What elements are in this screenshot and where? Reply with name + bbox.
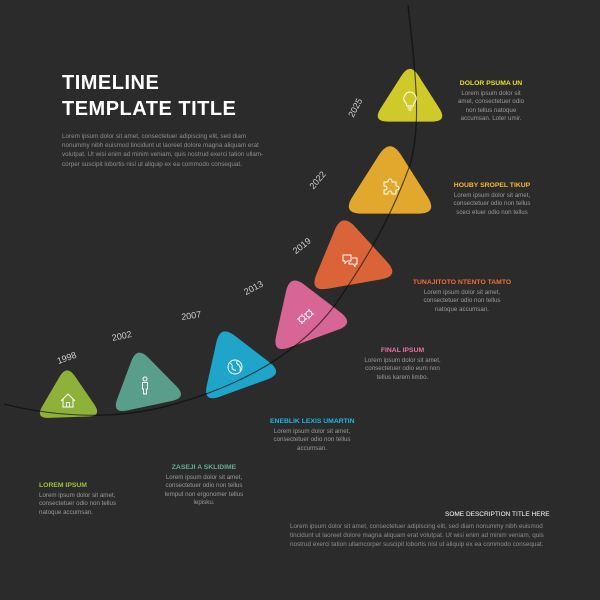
title-line-1: TIMELINE	[62, 72, 160, 94]
description-text: Lorem ipsum dolor sit amet, consectetuer…	[290, 523, 544, 549]
milestone-label: TUNAJITOTO NTENTO TAMTO Lorem ipsum dolor…	[412, 279, 512, 314]
gears-icon	[297, 309, 314, 324]
milestone-title: LOREM IPSUM	[39, 482, 87, 489]
lightbulb-icon	[403, 91, 417, 111]
milestone-title: FINAL IPSUM	[380, 347, 425, 354]
milestone-text: Lorem ipsum dolor sit amet, consectetuer…	[423, 289, 501, 313]
chat-icon	[342, 254, 358, 267]
milestone-label: LOREM IPSUM Lorem ipsum dolor sit amet, c…	[39, 482, 119, 517]
milestone-label: ENEBLIK LEXIS UMARTIN Lorem ipsum dolor s…	[270, 418, 355, 453]
milestone-title: TUNAJITOTO NTENTO TAMTO	[412, 279, 512, 286]
milestone-text: Lorem ipsum dolor sit amet, consectetuer…	[457, 90, 525, 122]
milestone-triangle-2022	[348, 146, 432, 214]
milestone-title: HOUBY SROPEL TIKUP	[453, 182, 531, 189]
milestone-title: ZASEJI A SKLIDIME	[171, 464, 237, 471]
title-line-2: TEMPLATE TITLE	[62, 98, 237, 120]
person-icon	[142, 376, 148, 395]
milestone-text: Lorem ipsum dolor sit amet, consectetuer…	[39, 492, 117, 516]
page-title: TIMELINE TEMPLATE TITLE	[62, 70, 236, 122]
milestone-text: Lorem ipsum dolor sit amet, consectetuer…	[453, 192, 531, 216]
milestone-triangle-2013	[275, 280, 348, 350]
milestone-label: HOUBY SROPEL TIKUP Lorem ipsum dolor sit …	[453, 182, 531, 217]
milestone-text: Lorem ipsum dolor sit amet, consectetuer…	[364, 357, 441, 381]
timeline-curve-overlay	[3, 4, 418, 416]
milestone-label: FINAL IPSUM Lorem ipsum dolor sit amet, c…	[360, 347, 445, 382]
milestone-triangle-2002	[115, 352, 181, 411]
milestone-label: DOLOR PSUMA UN Lorem ipsum dolor sit amet…	[457, 80, 525, 123]
intro-text: Lorem ipsum dolor sit amet, consectetuer…	[62, 133, 264, 168]
milestone-triangle-2007	[206, 331, 277, 399]
description-title: SOME DESCRIPTION TITLE HERE	[445, 511, 550, 518]
milestone-label: ZASEJI A SKLIDIME Lorem ipsum dolor sit a…	[158, 464, 250, 507]
milestone-triangle-2025	[377, 68, 443, 122]
milestone-title: ENEBLIK LEXIS UMARTIN	[270, 418, 355, 425]
puzzle-icon	[383, 178, 400, 195]
home-icon	[60, 393, 76, 408]
milestone-text: Lorem ipsum dolor sit amet, consectetuer…	[273, 428, 351, 452]
milestone-triangle-2019	[314, 220, 393, 290]
globe-icon	[227, 359, 243, 375]
milestone-title: DOLOR PSUMA UN	[459, 80, 523, 87]
milestone-text: Lorem ipsum dolor sit amet, consectetuer…	[164, 474, 244, 506]
